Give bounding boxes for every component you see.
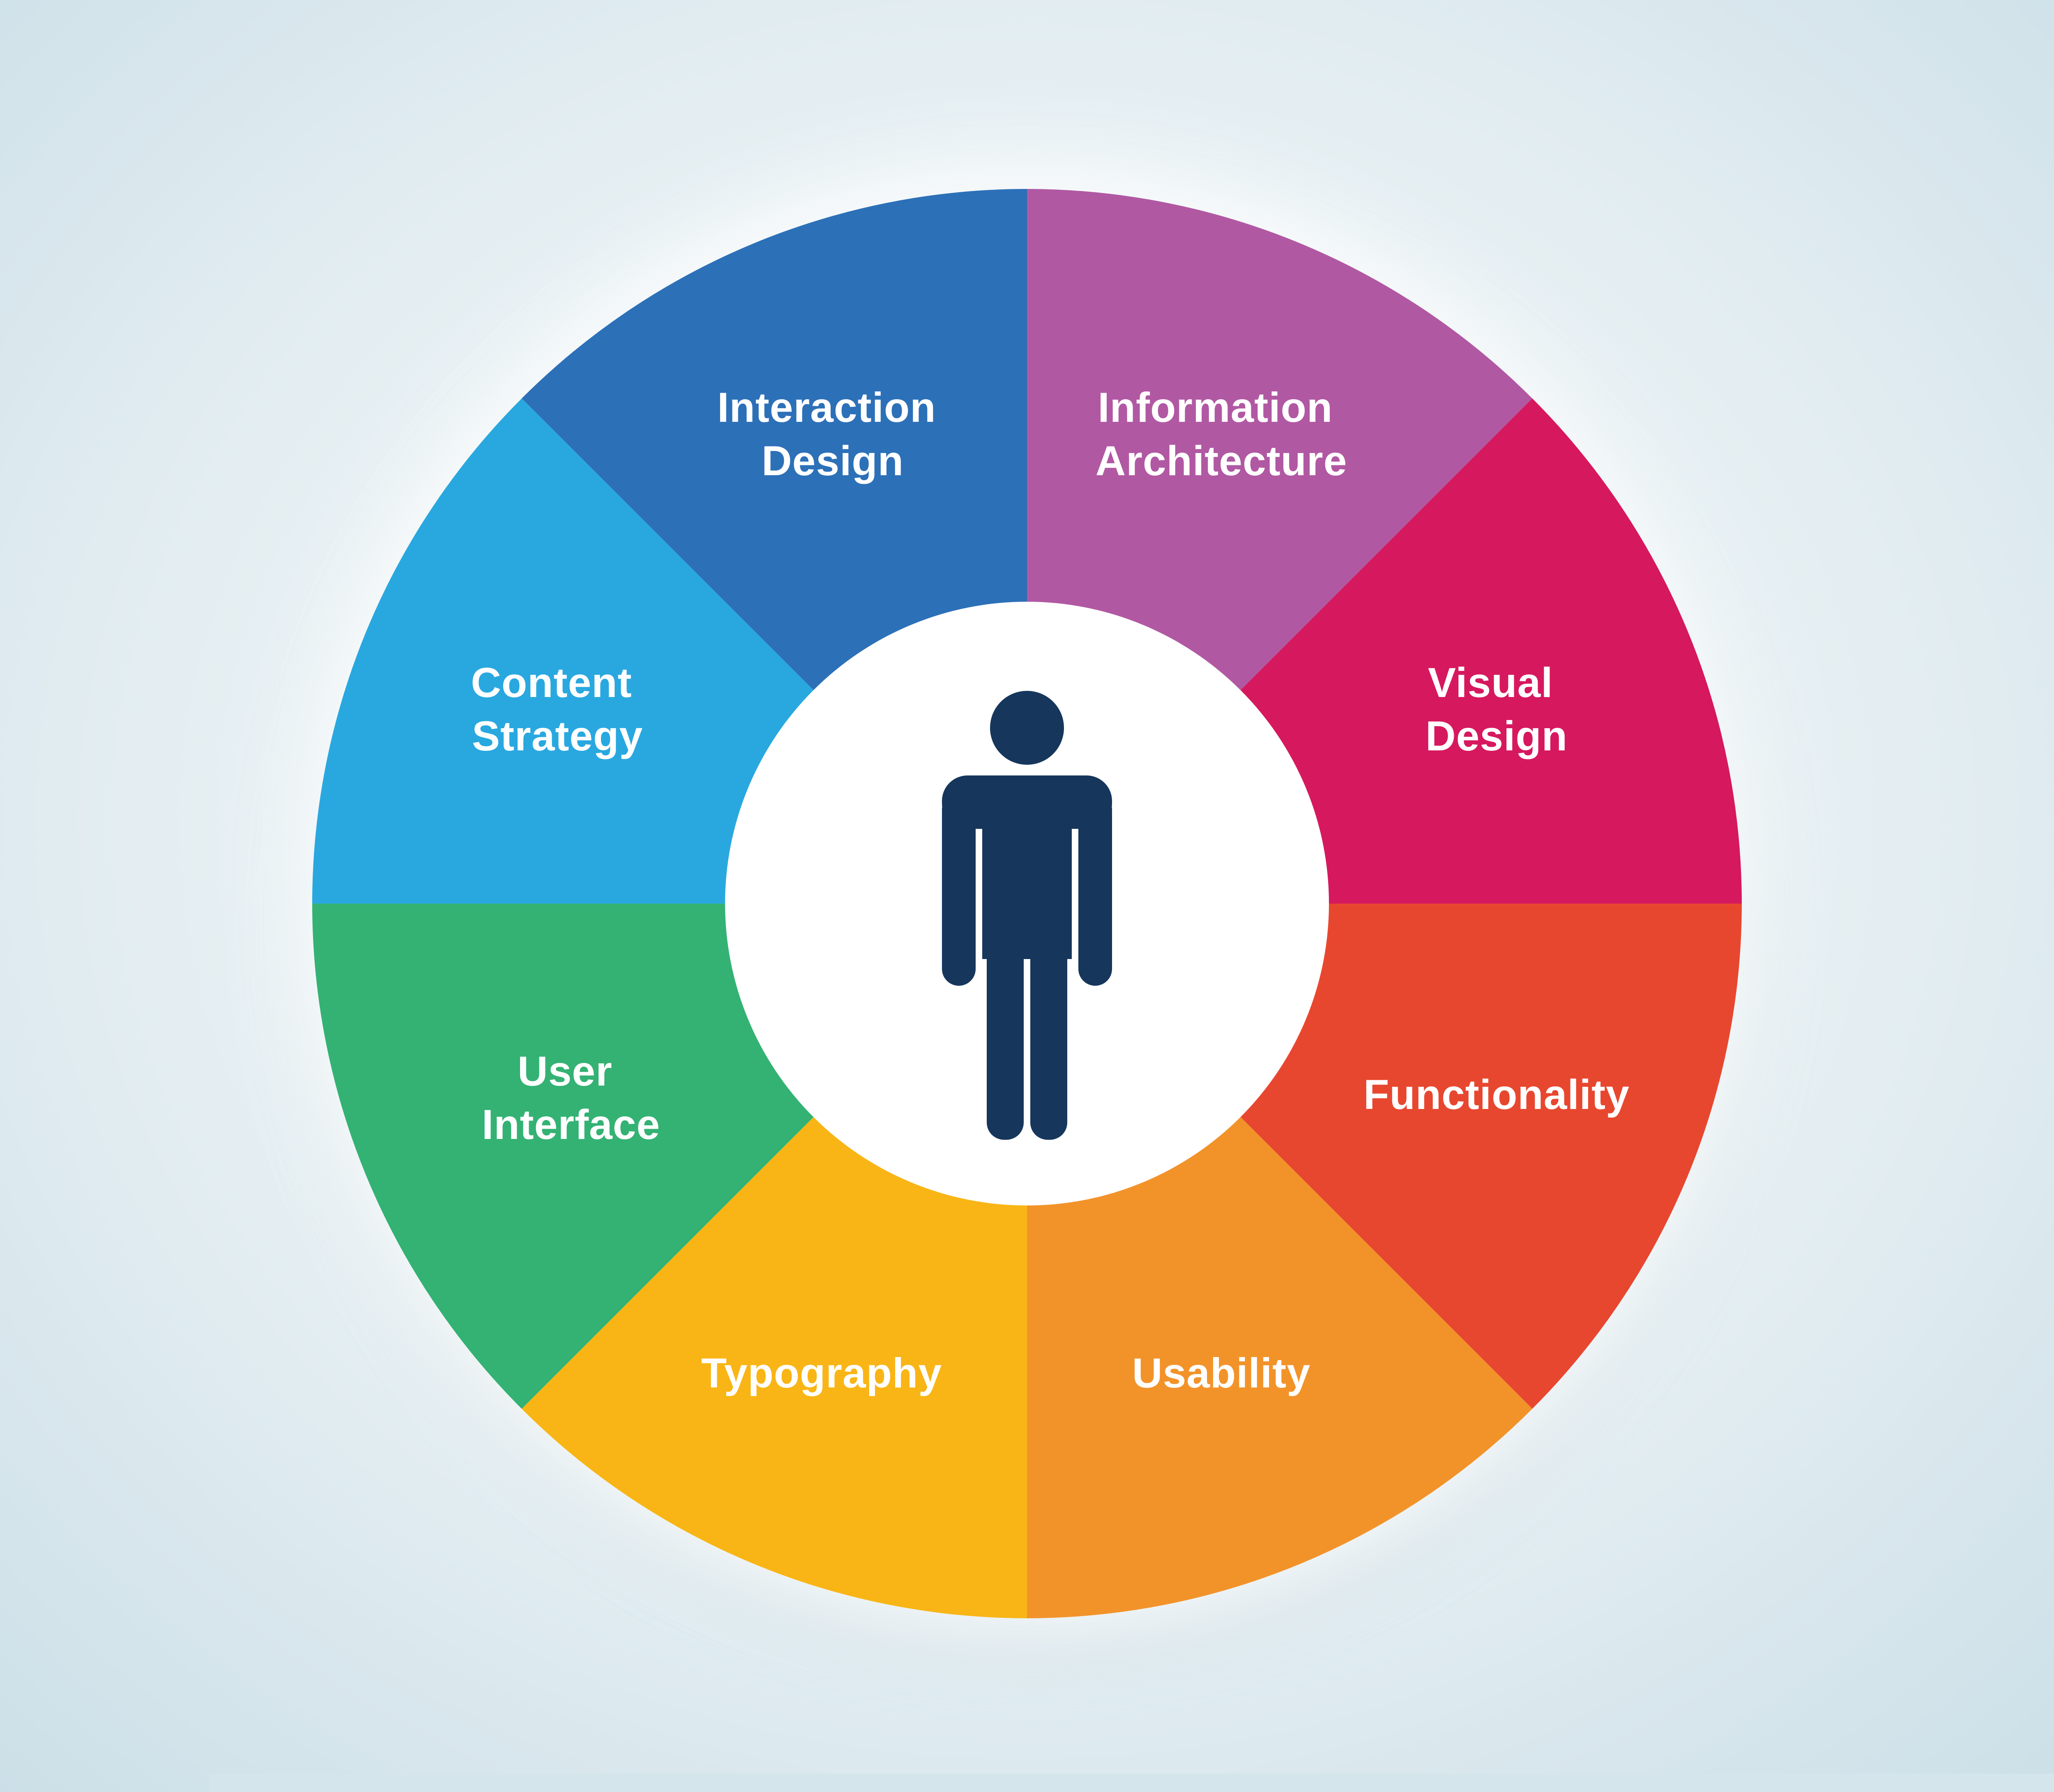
person-head — [990, 691, 1064, 765]
label-functionality: Functionality — [1363, 1071, 1630, 1118]
label-line: Information — [1098, 384, 1333, 431]
label-line: Strategy — [472, 713, 643, 759]
label-line: Design — [1425, 713, 1568, 759]
label-line: Architecture — [1096, 437, 1347, 484]
label-line: Visual — [1428, 659, 1553, 706]
label-usability: Usability — [1132, 1350, 1310, 1396]
person-left-arm — [942, 793, 976, 986]
person-left-leg — [987, 941, 1024, 1140]
label-line: User — [518, 1048, 613, 1095]
label-line: Content — [471, 659, 632, 706]
person-right-leg — [1030, 941, 1067, 1140]
label-line: Usability — [1132, 1350, 1310, 1396]
label-line: Functionality — [1363, 1071, 1630, 1118]
label-line: Interface — [482, 1101, 660, 1148]
label-line: Design — [762, 437, 904, 484]
label-line: Typography — [701, 1350, 942, 1396]
label-line: Interaction — [717, 384, 936, 431]
person-right-arm — [1078, 793, 1112, 986]
person-torso — [982, 793, 1072, 959]
label-typography: Typography — [701, 1350, 942, 1396]
